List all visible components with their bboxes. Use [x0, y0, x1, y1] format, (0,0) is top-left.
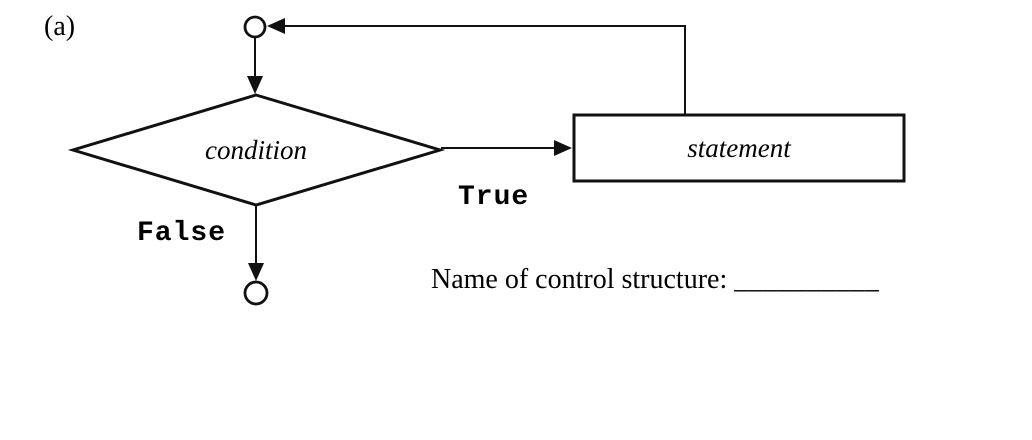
arrowhead-down-icon: [247, 76, 263, 94]
true-branch-label: True: [458, 182, 530, 213]
statement-box: [572, 113, 906, 183]
arrowhead-left-icon: [267, 18, 285, 34]
answer-blank: __________: [734, 264, 880, 295]
arrowhead-right-icon: [554, 140, 572, 156]
decision-diamond: [67, 93, 446, 207]
false-branch-label: False: [137, 218, 227, 249]
arrowhead-down-icon: [248, 263, 264, 281]
entry-connector-circle: [243, 15, 267, 39]
loop-back-connector: [284, 25, 686, 115]
figure-label: (a): [44, 11, 76, 42]
question-prompt: Name of control structure:: [431, 264, 728, 295]
statement-label: statement: [687, 133, 791, 163]
question-line: Name of control structure: __________: [431, 264, 879, 296]
condition-label: condition: [205, 135, 307, 165]
exit-connector-circle: [243, 280, 269, 306]
